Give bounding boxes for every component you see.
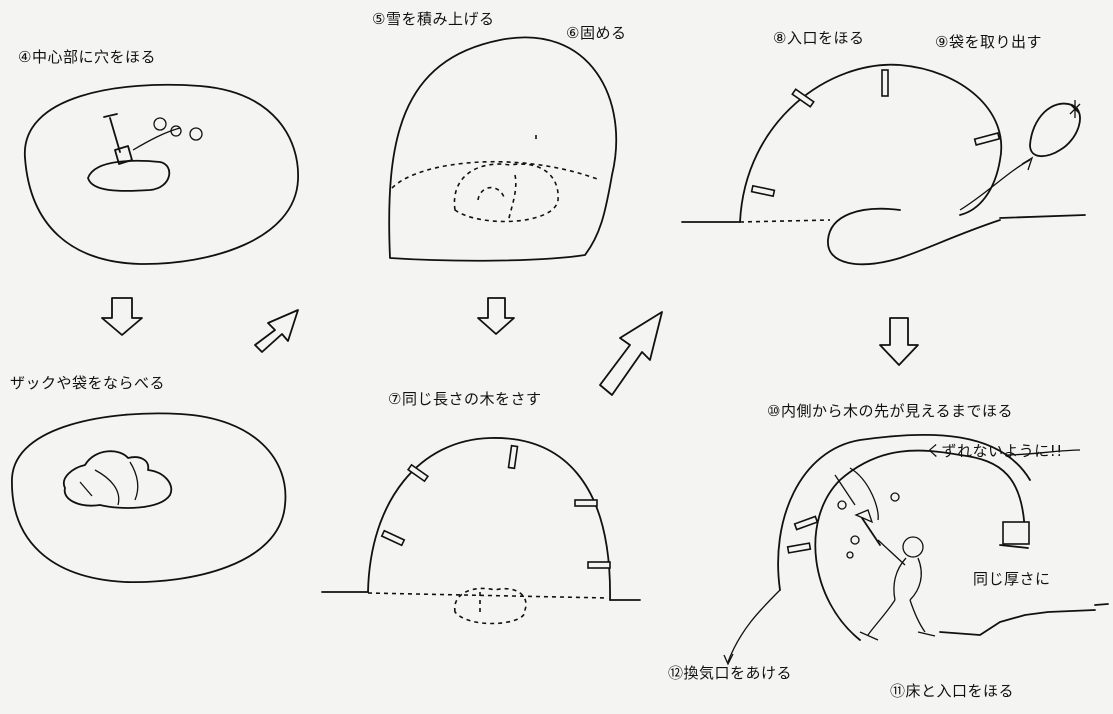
flow-arrow-icon (254, 309, 299, 353)
step4-label: ④中心部に穴をほる (18, 48, 156, 66)
step10-label: ⑩内側から木の先が見えるまでほる (767, 402, 1013, 420)
step4b-label: ザックや袋をならべる (10, 374, 166, 392)
digging-person-icon (837, 492, 936, 641)
flow-arrow-icon (879, 317, 919, 366)
step8-label: ⑧入口をほる (773, 29, 865, 47)
step4-hole (87, 159, 171, 192)
step12-label: ⑫換気口をあける (668, 664, 793, 682)
note-no-collapse: くずれないように!! (926, 442, 1063, 460)
stick-marker-icon (750, 69, 1001, 198)
note-same-thickness: 同じ厚さに (973, 570, 1051, 588)
flow-arrow-icon (477, 297, 515, 335)
flow-arrow-icon (599, 311, 663, 396)
step9-label: ⑨袋を取り出す (935, 33, 1042, 51)
stick-marker-icon (380, 444, 611, 569)
step6-label: ⑥固める (566, 24, 627, 42)
snow-mound (388, 36, 618, 262)
bags-icon (62, 450, 173, 509)
step7-label: ⑦同じ長さの木をさす (388, 390, 542, 408)
bags-snow-disc (11, 412, 287, 584)
dome-with-sticks (321, 437, 641, 625)
stick-marker-icon (786, 515, 1030, 554)
flow-arrow-icon (101, 297, 143, 336)
shovel-icon (103, 113, 203, 165)
step5-label: ⑤雪を積み上げる (372, 10, 495, 28)
step4-snow-disc (24, 83, 299, 265)
dome-entrance (681, 63, 1086, 266)
step11-label: ⑪床と入口をほる (890, 682, 1015, 700)
dome-interior (723, 433, 1109, 666)
